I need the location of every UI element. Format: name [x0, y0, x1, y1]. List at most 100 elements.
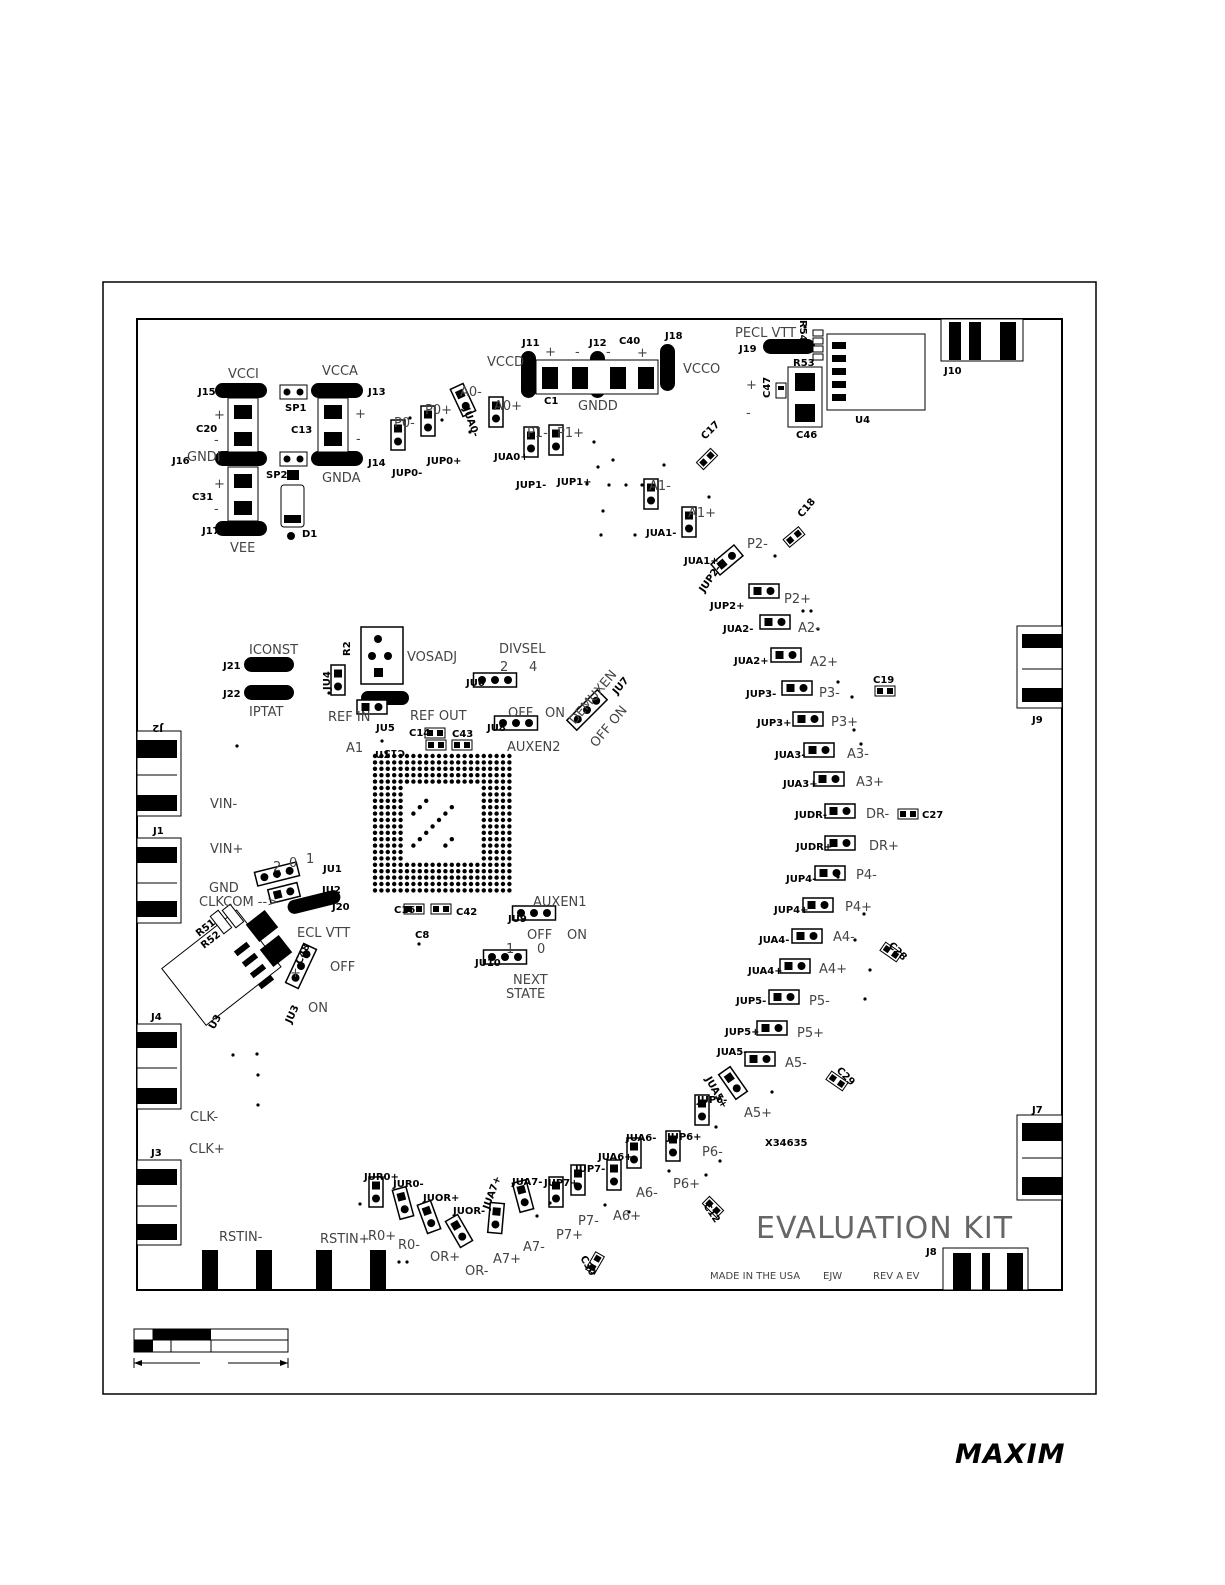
- bga-ball: [475, 766, 480, 771]
- jumper-header: [665, 1130, 681, 1162]
- bga-ball: [430, 888, 435, 893]
- label-r0-minus: R0-: [398, 1238, 420, 1253]
- label-a2-plus: A2+: [810, 655, 838, 670]
- bga-ball: [481, 811, 486, 816]
- silkscreen-labels: VCCI VCCA VCCD VCCO GNDD GNDI GNDA VEE P…: [187, 326, 899, 1279]
- bga-ball: [449, 875, 454, 880]
- vias: [231, 325, 872, 1264]
- bga-ball: [372, 753, 378, 759]
- jumper-header: [486, 1201, 506, 1235]
- bga-ball: [379, 856, 384, 861]
- bga-ball: [481, 869, 486, 874]
- bga-ball: [481, 817, 486, 823]
- bga-ball: [385, 773, 390, 778]
- bga-ball: [481, 766, 486, 771]
- refdes-jup5m: JUP5-: [735, 996, 766, 1007]
- board-outline: [136, 318, 1063, 1291]
- label-a1-plus: A1+: [688, 506, 716, 521]
- bga-ball: [507, 785, 512, 791]
- jumper-header: [824, 803, 856, 819]
- jumper-header: [266, 881, 302, 905]
- bga-ball: [481, 792, 486, 797]
- bga-ball: [398, 869, 403, 874]
- refdes-c27: C27: [922, 810, 943, 821]
- label-c20-minus: -: [214, 433, 219, 448]
- label-a4-plus: A4+: [819, 962, 847, 977]
- bga-ball: [411, 773, 416, 778]
- bga-ball: [372, 849, 378, 855]
- bga-ball: [488, 760, 493, 765]
- bga-ball: [398, 881, 403, 887]
- bga-ball: [392, 773, 397, 778]
- refdes-judrm: JUDR-: [794, 810, 827, 821]
- scale-bar: [133, 1328, 289, 1368]
- bga-ball: [372, 792, 378, 797]
- refdes-j14: J14: [367, 458, 386, 469]
- bga-ball: [398, 843, 403, 848]
- bga-ball: [507, 849, 512, 855]
- bga-ball: [436, 817, 442, 823]
- label-next-1: 1: [506, 942, 514, 957]
- bga-ball: [494, 785, 499, 791]
- refdes-jup4p: JUP4+: [773, 905, 809, 916]
- refdes-jua0m: JUA0-: [460, 405, 481, 438]
- refdes-ju4: JU4: [322, 671, 333, 691]
- label-ref-in: REF IN: [328, 710, 370, 725]
- jumper-header: [511, 905, 557, 921]
- label-gnd: GND: [209, 881, 239, 896]
- bga-ball: [488, 779, 493, 784]
- bga-ball: [507, 766, 512, 771]
- label-vee: VEE: [230, 541, 255, 556]
- label-p4-plus: P4+: [845, 900, 872, 915]
- bga-ball: [494, 881, 499, 887]
- bga-ball: [456, 869, 461, 874]
- bga-ball: [379, 824, 384, 829]
- label-iconst: ICONST: [249, 643, 298, 658]
- bga-ball: [462, 766, 467, 771]
- bga-ball: [488, 869, 493, 874]
- smd-part: [874, 685, 896, 697]
- bga-ball: [481, 798, 486, 803]
- bga-ball: [379, 869, 384, 874]
- jumper-header: [391, 1185, 415, 1221]
- bga-ball: [481, 773, 486, 778]
- bga-ball: [462, 888, 467, 893]
- bga-ball: [443, 862, 448, 867]
- bga-ball: [494, 843, 499, 848]
- bga-ball: [392, 760, 397, 765]
- refdes-c15: C15: [384, 747, 405, 758]
- bga-ball: [372, 862, 378, 867]
- smd-part: [403, 903, 425, 915]
- bga-ball: [385, 792, 390, 797]
- bga-ball: [494, 792, 499, 797]
- label-a1-corner: A1: [346, 741, 363, 756]
- bga-ball: [398, 837, 403, 842]
- u3-package: [161, 903, 293, 1027]
- jumper-header: [709, 543, 745, 577]
- jumper-header: [770, 647, 802, 663]
- bga-ball: [398, 773, 403, 778]
- bga-ball: [392, 881, 397, 887]
- refdes-juorm: JUOR-: [452, 1206, 485, 1217]
- via: [405, 1260, 409, 1264]
- label-dr-minus: DR-: [866, 807, 890, 822]
- jumper-header: [803, 742, 835, 758]
- label-vccd: VCCD: [487, 355, 524, 370]
- bga-ball: [411, 766, 416, 771]
- bga-ball: [449, 760, 454, 765]
- bga-ball: [488, 830, 493, 835]
- label-a6-minus: A6-: [636, 1186, 658, 1201]
- bga-ball: [494, 869, 499, 874]
- bga-ball: [385, 753, 390, 759]
- refdes-j17: J17: [201, 526, 220, 537]
- smd-part: [701, 1195, 725, 1219]
- via: [327, 691, 331, 695]
- jumper-header: [523, 426, 539, 458]
- bga-ball: [404, 862, 410, 867]
- jumper-header: [606, 1159, 622, 1191]
- label-rstin-minus: RSTIN-: [219, 1230, 263, 1245]
- bga-ball: [500, 817, 506, 823]
- bga-ball: [436, 888, 442, 893]
- bga-ball: [449, 881, 454, 887]
- bga-ball: [411, 869, 416, 874]
